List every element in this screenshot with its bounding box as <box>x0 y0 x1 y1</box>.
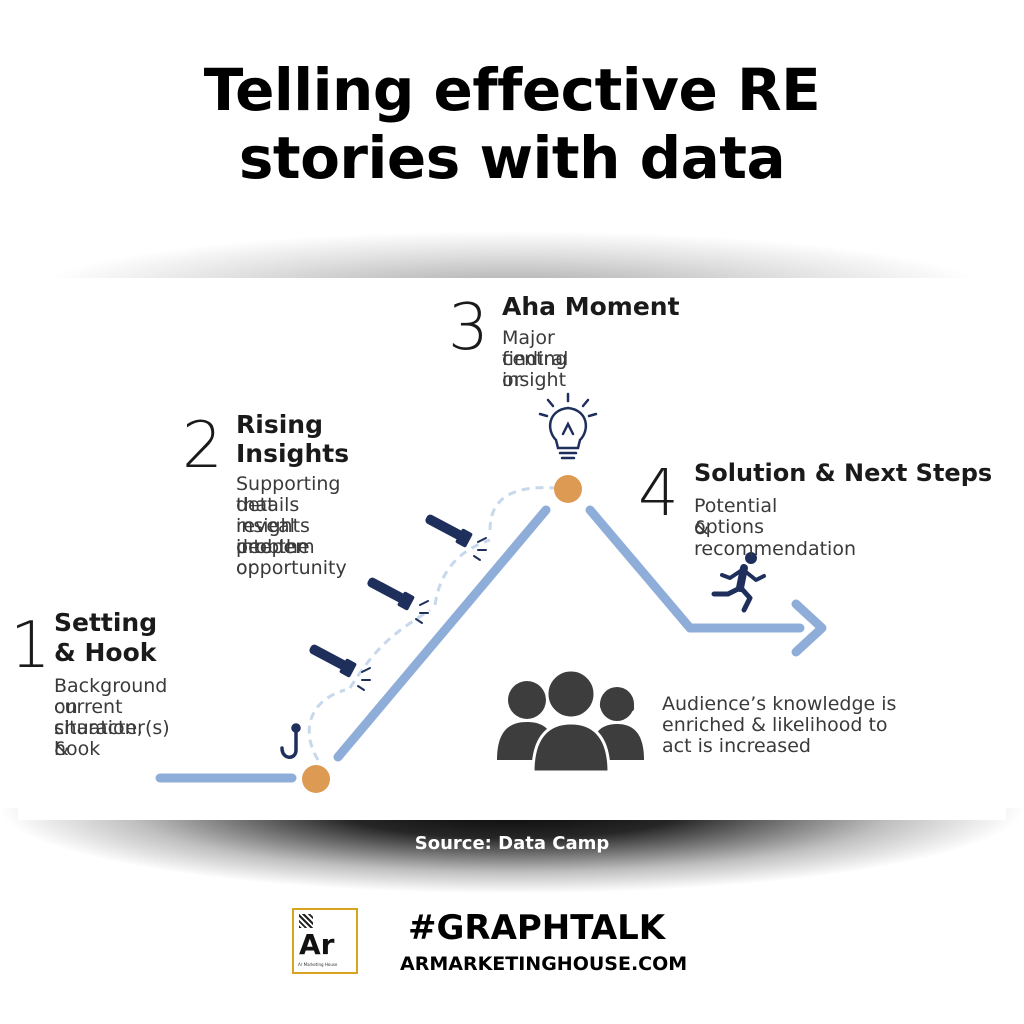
title-line-2: stories with data <box>238 124 786 192</box>
step-description-line: Background on <box>54 675 168 718</box>
audience-line: enriched & likelihood to <box>662 714 888 736</box>
logo-small-text: Ar Marketing House <box>298 962 338 967</box>
step-number: 4 <box>638 457 679 531</box>
audience-line: act is increased <box>662 735 811 757</box>
hook-node <box>302 765 330 793</box>
hook-icon <box>280 723 301 759</box>
dashed-arc <box>307 688 346 761</box>
resolution-line <box>585 505 805 633</box>
step-heading-line-1: Aha Moment <box>502 292 680 321</box>
step-description-line: that reveal deeper <box>236 494 304 558</box>
step-description-line: opportunity <box>236 557 347 579</box>
step-description-line: Supporting details <box>236 473 341 516</box>
step-heading-line-1: Solution & Next Steps <box>694 459 993 487</box>
step-description-line: Major finding or <box>502 327 568 391</box>
brand-logo: Ar Ar Marketing House <box>292 908 358 974</box>
dashed-arcs <box>307 486 556 761</box>
step-description-line: central insight <box>502 348 569 391</box>
logo-mark: Ar <box>299 928 335 961</box>
title-line-1: Telling effective RE <box>203 56 821 124</box>
hashtag: #GRAPHTALK <box>408 908 666 948</box>
step-number: 1 <box>10 609 51 683</box>
step-description-line: insights into the <box>236 515 310 558</box>
peak-node <box>554 475 582 503</box>
step-description-line: current situation, <box>54 696 143 739</box>
dashed-arc <box>488 486 556 531</box>
step-heading-line-2: & Hook <box>54 638 157 667</box>
dashed-arc <box>433 538 491 606</box>
step-description-line: Potential options <box>694 495 778 538</box>
source-caption: Source: Data Camp <box>414 833 610 854</box>
dashed-arc <box>348 608 431 689</box>
audience-line: Audience’s knowledge is <box>662 693 897 715</box>
arrow-head <box>791 599 827 657</box>
step-description-line: hook <box>54 738 101 760</box>
flashlight-icon <box>309 644 357 678</box>
step-number: 3 <box>448 291 489 365</box>
flashlight-icon <box>425 514 473 548</box>
website-link[interactable]: ARMARKETINGHOUSE.COM <box>400 953 688 975</box>
runner-icon <box>711 552 766 613</box>
card-bottom-shadow <box>0 808 1024 898</box>
step-description-line: problem or <box>236 536 315 579</box>
step-description-line: & recommendation <box>694 517 857 560</box>
story-path <box>155 505 827 783</box>
audience-icon <box>497 668 644 774</box>
step-heading-line-2: Insights <box>236 439 350 468</box>
step-heading-line-1: Setting <box>54 608 158 637</box>
step-description-line: character(s) & <box>54 717 170 760</box>
page-title: Telling effective RE stories with data <box>0 56 1024 192</box>
step-number: 2 <box>182 409 223 483</box>
lightbulb-icon <box>538 392 598 460</box>
step-heading-line-1: Rising <box>236 410 323 439</box>
flashlight-icon <box>367 577 415 611</box>
rising-line <box>333 505 551 762</box>
flashlight-rays <box>357 537 487 691</box>
qr-code-icon <box>299 914 313 928</box>
